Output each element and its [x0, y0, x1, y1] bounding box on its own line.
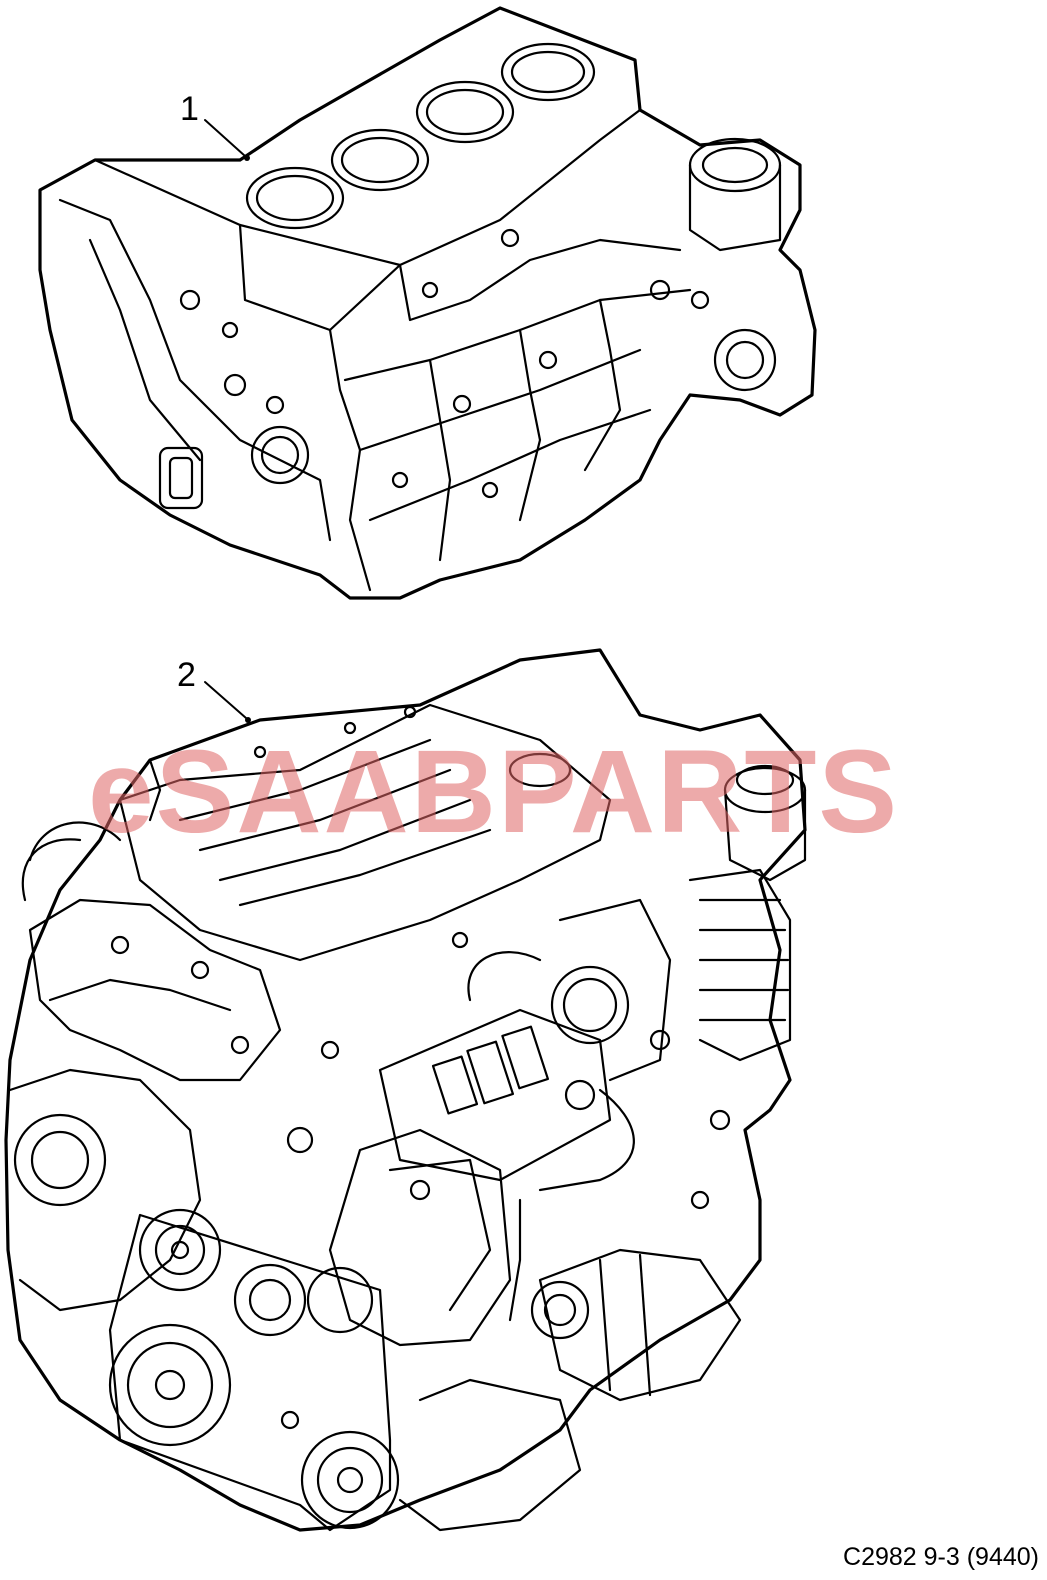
- leader-line-1: [204, 119, 246, 157]
- complete-engine-illustration: [4, 648, 807, 1532]
- leader-dot-1: [244, 155, 250, 161]
- callout-label-1: 1: [180, 90, 199, 128]
- leader-line-2: [204, 681, 247, 719]
- watermark-text: eSAABPARTS: [88, 726, 900, 858]
- figure-reference: C2982 9-3 (9440): [843, 1543, 1039, 1571]
- callout-label-2: 2: [177, 656, 196, 694]
- leader-dot-2: [245, 717, 251, 723]
- engine-block-illustration: [38, 6, 817, 600]
